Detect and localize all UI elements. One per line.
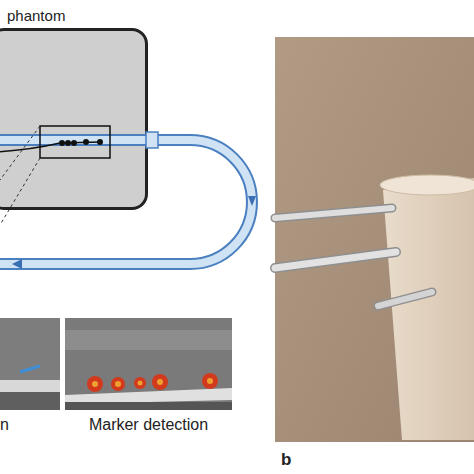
panel-caption: Marker detection xyxy=(65,416,232,434)
cup-lid xyxy=(380,175,474,195)
panel-letter: b xyxy=(281,450,291,470)
segmentation-image xyxy=(0,318,60,410)
photo-background xyxy=(275,37,474,442)
phantom-box: phantom xyxy=(0,28,148,210)
marker-detection-image xyxy=(65,318,232,410)
phantom-cup xyxy=(383,178,474,440)
phantom-title: phantom xyxy=(7,7,65,24)
photo-tubes xyxy=(275,208,432,306)
cut-caption: n xyxy=(0,416,9,434)
